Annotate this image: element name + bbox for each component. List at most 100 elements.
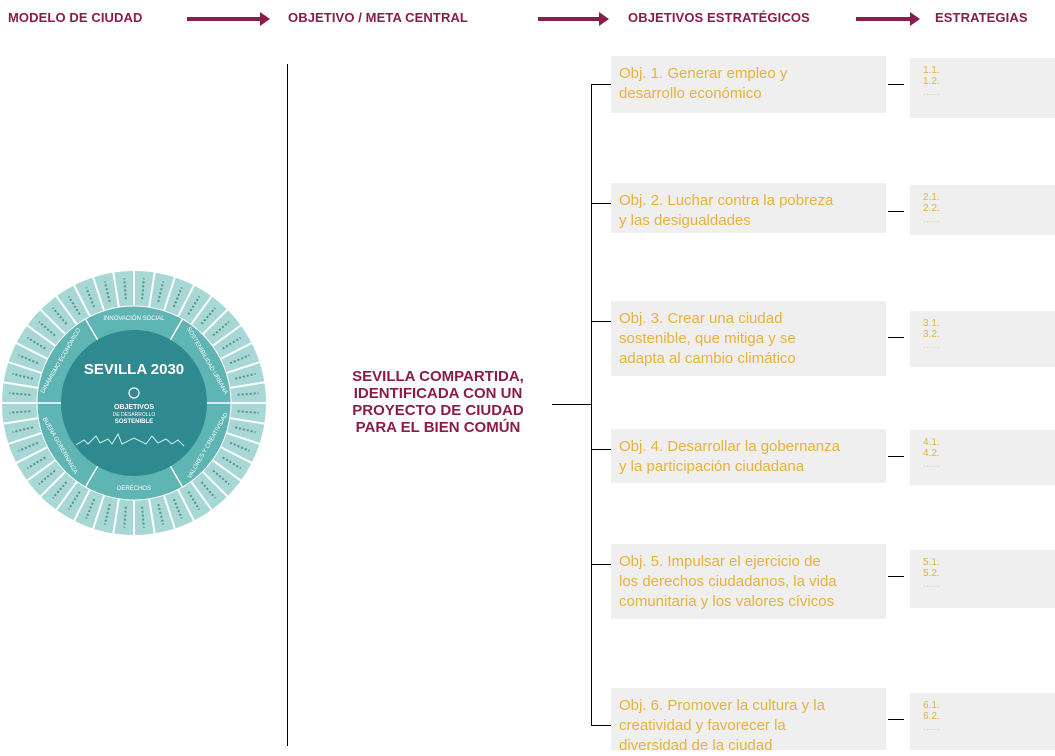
wheel-ring-label-mark: [12, 426, 34, 434]
objective-connector: [591, 725, 611, 726]
strategy-ellipsis: .....: [923, 459, 941, 469]
objective-line: los derechos ciudadanos, la vida: [619, 573, 837, 590]
wheel-ring-label-mark: [172, 498, 183, 519]
header-arrow-3: [856, 12, 920, 26]
objective-line: comunitaria y los valores cívicos: [619, 593, 835, 610]
objective-line: adapta al cambio climático: [619, 350, 796, 367]
wheel-ring-label-mark: [67, 295, 81, 315]
strategy-connector: [888, 337, 904, 338]
wheel-ring-label-mark: [9, 410, 31, 414]
wheel-ring-label-mark: [234, 372, 256, 380]
objective-line: y la participación ciudadana: [619, 458, 805, 475]
wheel-tick: [177, 284, 195, 318]
wheel-ring-label-mark: [200, 481, 216, 499]
strategy-item: 3.2.: [923, 329, 940, 340]
wheel-tick: [73, 488, 91, 522]
wheel-tick: [8, 361, 43, 374]
wheel-tick: [39, 308, 67, 336]
header-strategies: ESTRATEGIAS: [935, 10, 1028, 25]
wheel-tick: [201, 470, 229, 498]
strategy-connector: [888, 211, 904, 212]
wheel-ring-label-mark: [222, 456, 242, 470]
strategy-item: 1.1.: [923, 65, 940, 76]
wheel-tick: [3, 417, 39, 425]
wheel-tick: [190, 295, 213, 326]
wheel-ring-label-mark: [229, 441, 250, 452]
wheel-ring-label-mark: [212, 469, 230, 485]
wheel-tick: [229, 381, 265, 389]
wheel-tick: [229, 417, 265, 425]
wheel-tick: [8, 432, 43, 445]
objective-line: Obj. 5. Impulsar el ejercicio de: [619, 553, 821, 570]
wheel-tick: [26, 324, 57, 347]
wheel-tick: [92, 494, 105, 529]
wheel-tick: [26, 459, 57, 482]
strategy-item: 4.2.: [923, 448, 940, 459]
wheel-title: SEVILLA 2030: [84, 361, 184, 378]
objective-line: desarrollo económico: [619, 85, 762, 102]
strategy-ellipsis: .....: [923, 722, 941, 732]
strategy-item: 2.2.: [923, 203, 940, 214]
wheel-tick: [219, 342, 253, 360]
central-goal-line1: SEVILLA COMPARTIDA,: [352, 368, 524, 385]
strategy-item: 6.1.: [923, 700, 940, 711]
wheel-center-line1: OBJETIVOS: [114, 404, 154, 411]
wheel-ring-label-mark: [9, 392, 31, 396]
wheel-ring-label-mark: [229, 354, 250, 365]
wheel-tick: [55, 295, 78, 326]
wheel-ring-label-mark: [157, 281, 165, 303]
wheel-segment-divider: [169, 465, 184, 488]
wheel-tick: [15, 446, 49, 464]
strategy-ellipsis: .....: [923, 214, 941, 224]
wheel-ring-label-mark: [103, 281, 111, 303]
wheel-ring-label-mark: [18, 354, 39, 365]
objective-box-4: Obj. 4. Desarrollar la gobernanza y la pa…: [611, 429, 886, 483]
strategy-item: 2.1.: [923, 192, 940, 203]
wheel-ring-label-mark: [212, 321, 230, 337]
wheel-tick: [190, 480, 213, 511]
wheel-ring-label-mark: [103, 503, 111, 525]
central-goal-line3: PROYECTO DE CIUDAD: [352, 402, 524, 419]
wheel-segment-dividers: [37, 318, 231, 488]
wheel-segment-label: DERECHOS: [117, 486, 151, 492]
wheel-tick: [201, 308, 229, 336]
wheel-ring-label-mark: [12, 372, 34, 380]
wheel-ring-label-mark: [38, 469, 56, 485]
objectives-spine: [591, 84, 592, 726]
objective-connector: [591, 564, 611, 565]
wheel-tick: [225, 361, 260, 374]
central-goal: SEVILLA COMPARTIDA, IDENTIFICADA CON UN …: [313, 368, 563, 436]
header-model: MODELO DE CIUDAD: [8, 10, 143, 25]
objective-line: Obj. 6. Promover la cultura y la: [619, 697, 825, 714]
wheel-segment-divider: [84, 465, 99, 488]
objective-line: sostenible, que mitiga y se: [619, 330, 796, 347]
strategy-box-5: 5.1.5.2......: [910, 550, 1055, 608]
strategy-item: 5.2.: [923, 568, 940, 579]
strategy-item: 6.2.: [923, 711, 940, 722]
wheel-ring-label-mark: [200, 307, 216, 325]
objective-connector: [591, 84, 611, 85]
central-goal-line2: IDENTIFICADA CON UN: [353, 385, 523, 402]
strategy-box-1: 1.1.1.2......: [910, 58, 1055, 118]
objective-line: Obj. 4. Desarrollar la gobernanza: [619, 438, 840, 455]
objective-box-2: Obj. 2. Luchar contra la pobreza y las de…: [611, 183, 886, 233]
wheel-ring-label-mark: [26, 336, 46, 350]
wheel-ring-label-mark: [157, 503, 165, 525]
wheel-ring-label-mark: [85, 287, 96, 308]
wheel-ring-label-mark: [222, 336, 242, 350]
objective-connector: [591, 203, 611, 204]
objective-line: Obj. 2. Luchar contra la pobreza: [619, 192, 834, 209]
wheel-tick: [211, 459, 242, 482]
wheel-tick: [163, 277, 176, 312]
wheel-ring-label-mark: [52, 481, 68, 499]
wheel-ring-label-mark: [172, 287, 183, 308]
wheel-ring-label-mark: [18, 441, 39, 452]
wheel-tick: [211, 324, 242, 347]
objective-line: y las desigualdades: [619, 212, 751, 229]
strategy-ellipsis: .....: [923, 87, 941, 97]
strategy-item: 3.1.: [923, 318, 940, 329]
wheel-tick: [148, 498, 156, 534]
wheel-ring-label-mark: [26, 456, 46, 470]
wheel-tick: [112, 498, 120, 534]
